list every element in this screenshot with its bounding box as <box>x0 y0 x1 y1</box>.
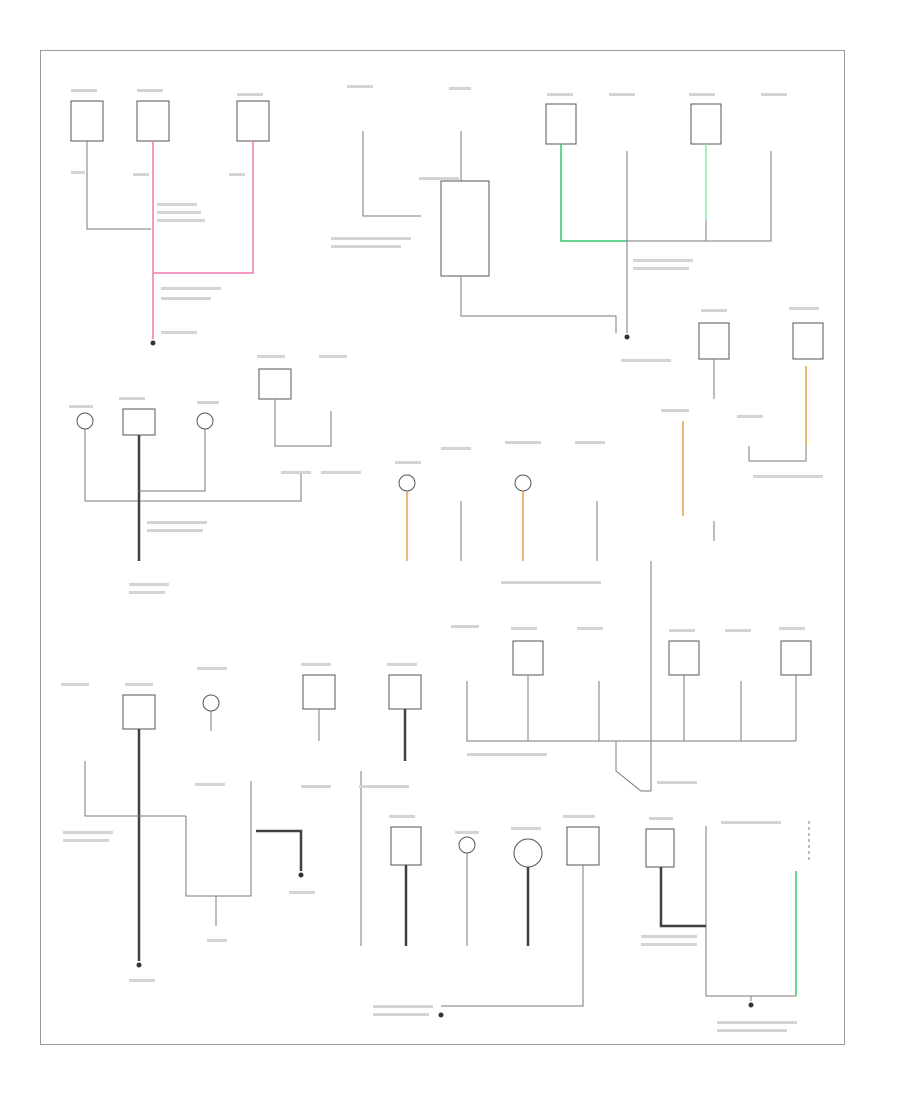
wire-dark-7 <box>659 867 706 928</box>
wire-green-1 <box>560 144 627 242</box>
group-middle-center <box>395 441 605 584</box>
wire-4a <box>84 429 302 502</box>
wire-2c <box>460 276 617 333</box>
label-strokes-7 <box>451 625 805 784</box>
connector-18 <box>645 828 675 868</box>
wire-8b <box>185 781 252 897</box>
connector-14 <box>302 674 336 710</box>
ground-terminal-g6 <box>748 1002 754 1008</box>
connector-2 <box>136 100 170 142</box>
wire-8c <box>210 709 320 926</box>
group-lower-right-row <box>451 625 812 792</box>
wire-2a <box>362 131 421 217</box>
wire-7a <box>466 681 796 742</box>
connector-15 <box>388 674 422 710</box>
label-strokes-5 <box>395 441 605 584</box>
connector-16 <box>390 826 422 866</box>
group-middle-right <box>650 307 824 791</box>
group-bottom-left <box>61 663 422 982</box>
group-bottom-center <box>373 815 600 1018</box>
bulb-6 <box>458 836 476 854</box>
connector-17 <box>566 826 600 866</box>
label-strokes-2 <box>331 85 471 248</box>
bulb-2 <box>196 412 214 430</box>
bulb-3 <box>398 474 416 492</box>
wire-7c <box>615 741 651 792</box>
connector-11 <box>668 640 700 676</box>
ground-terminal-g1 <box>150 340 156 346</box>
group-middle-left <box>69 355 361 594</box>
bulb-4 <box>514 474 532 492</box>
wire-9a <box>441 853 584 1007</box>
bulb-5 <box>202 694 220 712</box>
wire-8a <box>84 761 186 817</box>
splice-block <box>440 180 490 277</box>
fuel-pump-module-outline <box>705 826 796 997</box>
ground-terminal-g4 <box>136 962 142 968</box>
label-strokes-1 <box>71 89 263 334</box>
group-top-center <box>331 85 630 340</box>
group-top-left <box>70 89 270 346</box>
connector-1 <box>70 100 104 142</box>
bulb-7 <box>513 838 543 868</box>
label-strokes-10 <box>641 817 797 1032</box>
label-strokes-9 <box>373 815 595 1016</box>
wire-5a <box>460 501 598 561</box>
connector-12 <box>780 640 812 676</box>
ground-terminal-g5 <box>438 1012 444 1018</box>
label-strokes-6 <box>661 307 823 478</box>
label-strokes-3 <box>547 93 787 362</box>
wire-dark-3 <box>256 829 303 871</box>
wire-4b <box>139 429 206 492</box>
wire-6b <box>650 521 715 791</box>
wire-4c <box>274 399 332 447</box>
group-top-right <box>545 93 787 362</box>
wire-1a <box>86 141 151 230</box>
connector-3 <box>236 100 270 142</box>
ground-terminal-g2 <box>624 334 630 340</box>
connector-6 <box>122 408 156 436</box>
connector-13 <box>122 694 156 730</box>
wire-6a <box>713 359 807 462</box>
group-bottom-right <box>641 817 810 1032</box>
label-strokes-8 <box>61 663 417 982</box>
diagram-frame <box>40 50 845 1045</box>
connector-10 <box>512 640 544 676</box>
wire-7b <box>527 675 797 741</box>
connector-5 <box>690 103 722 145</box>
connector-4 <box>545 103 577 145</box>
wire-3b <box>627 151 772 242</box>
connector-9 <box>792 322 824 360</box>
wire-pink-2 <box>153 141 254 274</box>
ground-distribution-diagram <box>61 85 824 1032</box>
connector-8 <box>698 322 730 360</box>
label-strokes-4 <box>69 355 361 594</box>
ground-terminal-g3 <box>298 872 304 878</box>
connector-7 <box>258 368 292 400</box>
bulb-1 <box>76 412 94 430</box>
